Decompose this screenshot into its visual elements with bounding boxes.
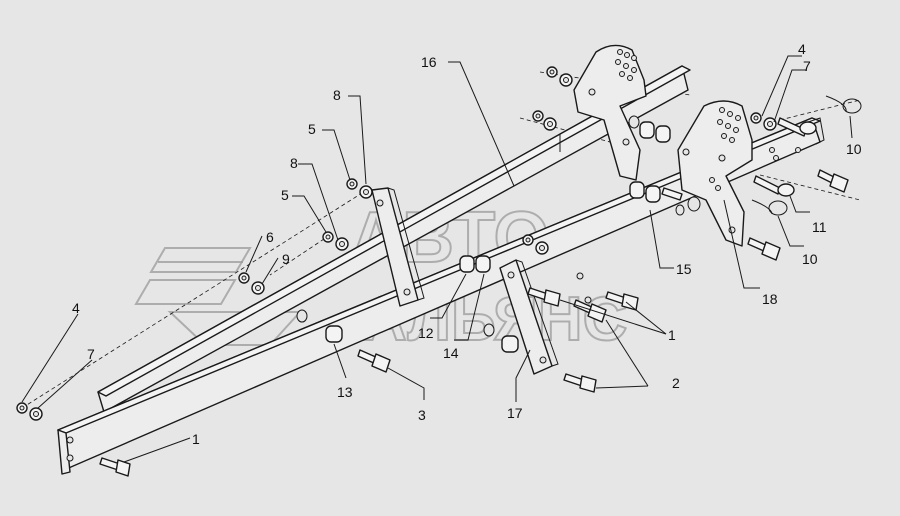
callout-18: 18 (762, 291, 778, 307)
callout-14: 14 (443, 345, 459, 361)
front-frame-rail (57, 117, 825, 475)
callout-7-left: 7 (87, 346, 95, 362)
pins-and-clips (751, 95, 862, 216)
bushing-13 (325, 325, 343, 343)
callout-16: 16 (421, 54, 437, 70)
nut-4-right (750, 112, 762, 124)
nuts-and-washers (16, 66, 777, 421)
washer-7-left (29, 407, 43, 421)
callout-2: 2 (672, 375, 680, 391)
callout-11: 11 (812, 219, 827, 235)
callout-10-bottom: 10 (802, 251, 818, 267)
bolt-1-left (99, 457, 131, 477)
callout-5-mid: 5 (281, 187, 289, 203)
r-clip-10-bottom (751, 199, 788, 216)
callout-labels: 4 7 1 8 5 8 5 6 9 16 12 14 13 3 17 2 1 1… (72, 41, 862, 447)
washer-7-right (763, 117, 777, 131)
bushings (325, 121, 701, 353)
callout-4-right: 4 (798, 41, 806, 57)
bolt-1-a (527, 287, 561, 307)
hitch-plate-front (677, 100, 753, 247)
hitch-plate-rear (573, 44, 647, 181)
bracket-17 (483, 259, 559, 375)
bolt-3 (357, 349, 391, 373)
bushing-14 (475, 255, 491, 273)
callout-10-top: 10 (846, 141, 862, 157)
r-clip-10-top (825, 95, 862, 114)
pin-11 (753, 175, 795, 197)
bushing-12 (459, 255, 475, 273)
bolts (99, 169, 849, 477)
callout-8-mid: 8 (290, 155, 298, 171)
callout-1-left: 1 (192, 431, 200, 447)
callout-15: 15 (676, 261, 692, 277)
callout-3: 3 (418, 407, 426, 423)
callout-1-right: 1 (668, 327, 676, 343)
bolt-2 (563, 373, 597, 393)
pin-right (777, 117, 817, 137)
callout-8-top: 8 (333, 87, 341, 103)
callout-5-top: 5 (308, 121, 316, 137)
callout-6: 6 (266, 229, 274, 245)
callout-17: 17 (507, 405, 523, 421)
callout-7-right: 7 (803, 58, 811, 74)
callout-13: 13 (337, 384, 353, 400)
leader-lines (21, 55, 853, 463)
nut-4-left (16, 402, 28, 414)
middle-bracket-left (371, 187, 425, 307)
callout-12: 12 (418, 325, 434, 341)
callout-9: 9 (282, 251, 290, 267)
callout-4-left: 4 (72, 300, 80, 316)
